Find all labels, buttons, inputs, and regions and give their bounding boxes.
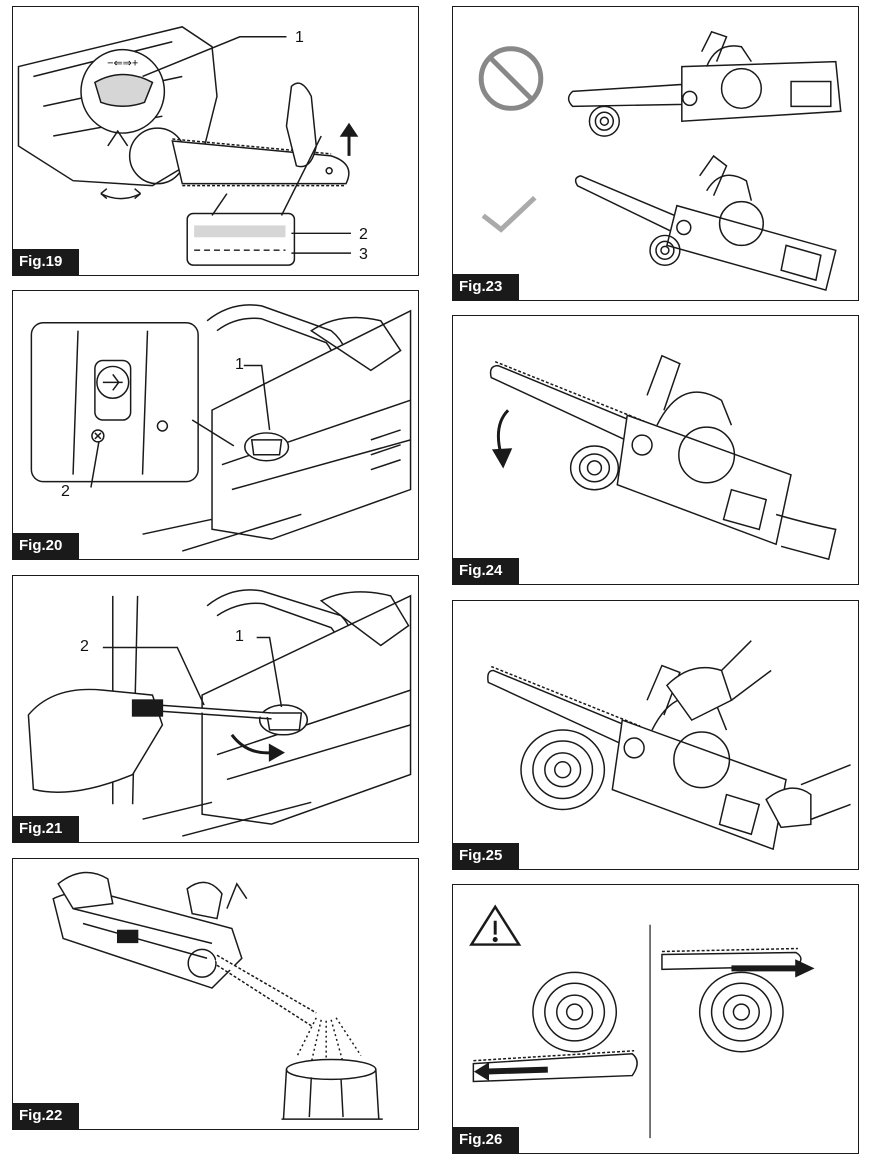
callout-3: 3 bbox=[359, 246, 368, 263]
figure-label: Fig.23 bbox=[453, 274, 519, 300]
figure-label: Fig.26 bbox=[453, 1127, 519, 1153]
callout-1: 1 bbox=[295, 29, 304, 46]
warning-icon bbox=[469, 904, 522, 946]
oil-spray-test-illustration bbox=[52, 871, 383, 1120]
correct-incorrect-cutting-illustration bbox=[478, 30, 842, 291]
figure-label: Fig.24 bbox=[453, 558, 519, 584]
figure-label: Fig.25 bbox=[453, 843, 519, 869]
two-hand-cut-illustration bbox=[487, 640, 851, 851]
figure-label: Fig.20 bbox=[13, 533, 79, 559]
callout-1: 1 bbox=[235, 628, 244, 645]
callout-1: 1 bbox=[235, 356, 244, 373]
oil-tank-cap-illustration bbox=[30, 304, 412, 552]
figure-label: Fig.19 bbox=[13, 249, 79, 275]
adjuster-symbol: −⇐⇒+ bbox=[107, 58, 138, 70]
figure-24: Fig.24 bbox=[452, 315, 859, 585]
figure-22: Fig.22 bbox=[12, 858, 419, 1130]
prohibited-icon bbox=[478, 46, 544, 111]
figure-label: Fig.22 bbox=[13, 1103, 79, 1129]
callout-2: 2 bbox=[359, 226, 368, 243]
figure-20: 1 2 Fig.20 bbox=[12, 290, 419, 560]
figure-19: −⇐⇒+ 1 2 3 Fig.19 bbox=[12, 6, 419, 276]
check-icon bbox=[481, 195, 537, 233]
figure-21: 2 1 Fig.21 bbox=[12, 575, 419, 843]
kickback-reactive-force-illustration bbox=[469, 904, 815, 1139]
callout-2: 2 bbox=[80, 638, 89, 655]
chainsaw-oil-adjust-illustration: −⇐⇒+ bbox=[17, 26, 359, 266]
callout-2: 2 bbox=[61, 483, 70, 500]
figure-label: Fig.21 bbox=[13, 816, 79, 842]
figure-25: Fig.25 bbox=[452, 600, 859, 870]
screwdriver-cap-illustration bbox=[27, 589, 412, 837]
pivot-cut-illustration bbox=[489, 354, 837, 561]
figure-23: Fig.23 bbox=[452, 6, 859, 301]
figure-26: Fig.26 bbox=[452, 884, 859, 1154]
